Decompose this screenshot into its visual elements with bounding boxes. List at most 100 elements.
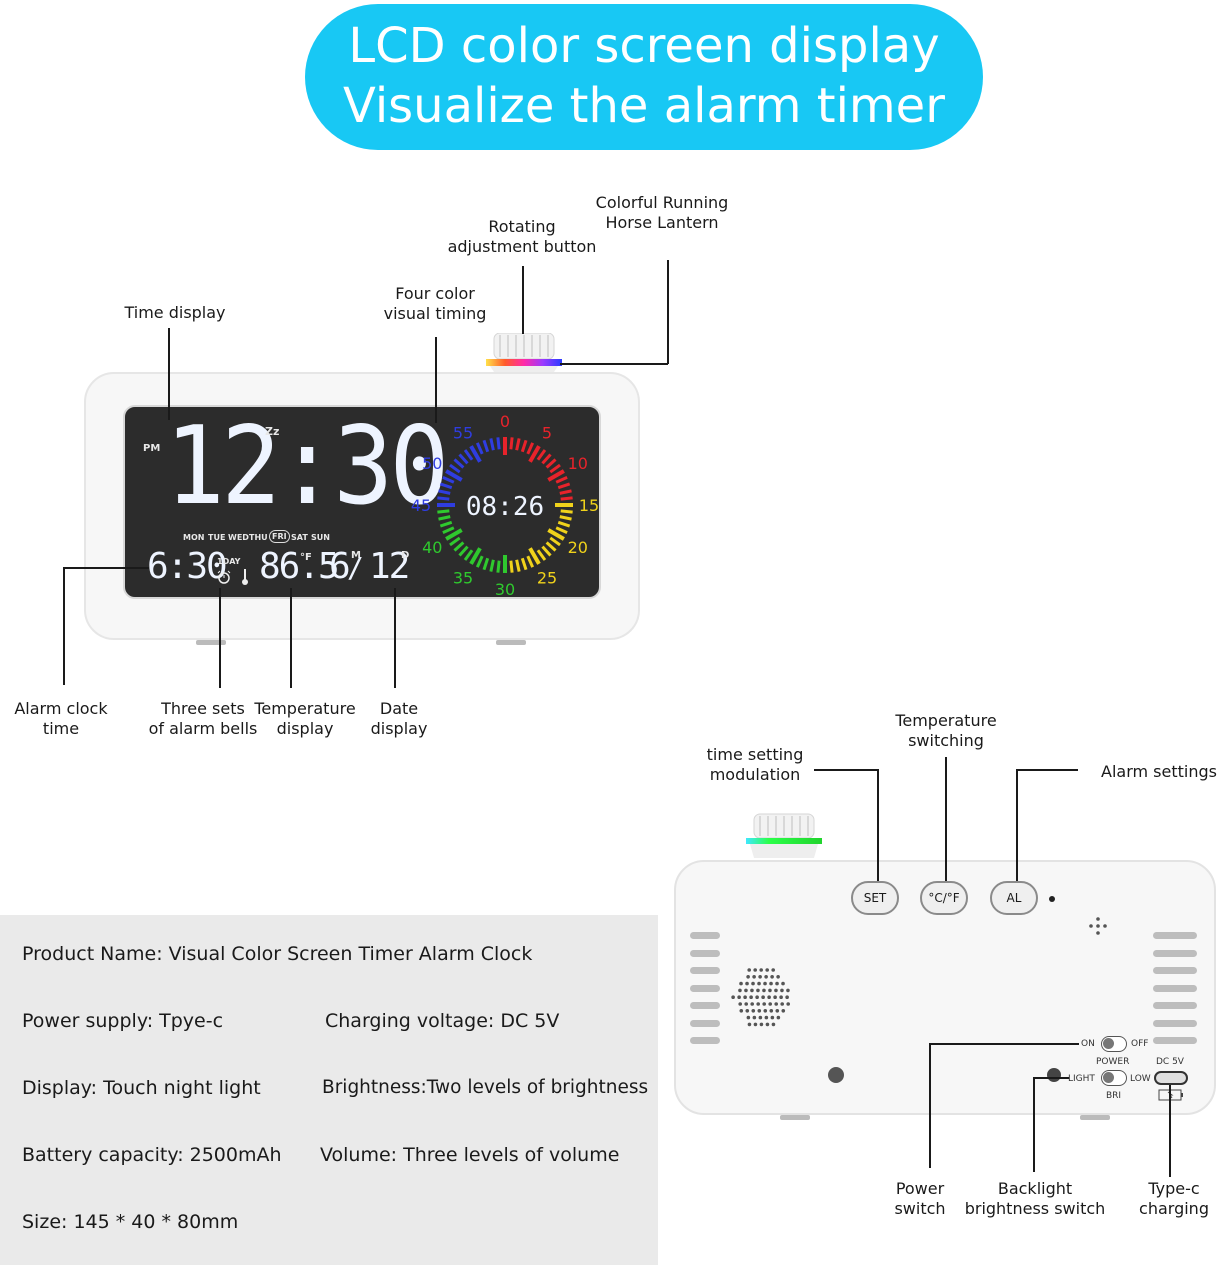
dial-tick bbox=[445, 469, 463, 482]
speaker-hole bbox=[774, 988, 778, 993]
speaker-hole bbox=[770, 1015, 775, 1020]
leader-temp bbox=[290, 588, 292, 688]
speaker-hole bbox=[761, 995, 765, 999]
power-label: POWER bbox=[1096, 1057, 1130, 1067]
set-button[interactable]: SET bbox=[851, 881, 899, 915]
leader-backlight-h bbox=[1033, 1077, 1069, 1079]
usb-c-port[interactable] bbox=[1154, 1071, 1188, 1085]
speaker-hole bbox=[779, 995, 783, 999]
speaker-hole bbox=[757, 1009, 762, 1013]
back-knob-icon bbox=[746, 813, 822, 858]
label-time-setting-1: time setting bbox=[706, 745, 804, 764]
dial-tick bbox=[520, 439, 528, 453]
speaker-hole bbox=[786, 988, 790, 993]
switch-low-label: LOW bbox=[1130, 1074, 1151, 1084]
label-time-display: Time display bbox=[124, 303, 226, 322]
day-wed: WED bbox=[228, 533, 249, 542]
front-foot-left bbox=[196, 640, 226, 645]
label-time-setting: time setting modulation bbox=[690, 745, 820, 785]
speaker-hole bbox=[767, 995, 771, 999]
dial-tick bbox=[509, 560, 514, 573]
leader-power-h bbox=[929, 1043, 1079, 1045]
label-alarm-time: Alarm clock time bbox=[2, 699, 120, 739]
speaker-hole bbox=[738, 988, 742, 993]
speaker-hole bbox=[753, 1022, 758, 1027]
dial-tick bbox=[442, 526, 455, 535]
vent-slot bbox=[1153, 949, 1197, 957]
pm-indicator: PM bbox=[143, 443, 161, 454]
alarm-button[interactable]: AL bbox=[990, 881, 1038, 915]
light-sensor bbox=[1047, 1068, 1061, 1082]
speaker-hole bbox=[785, 995, 789, 999]
speaker-hole bbox=[769, 981, 773, 986]
power-switch[interactable] bbox=[1101, 1036, 1127, 1052]
back-foot-left bbox=[780, 1115, 810, 1120]
speaker-hole bbox=[746, 975, 750, 979]
leader-alarm-h bbox=[63, 567, 149, 569]
dial-tick bbox=[463, 549, 474, 561]
speaker-hole bbox=[745, 981, 749, 986]
leader-alarm-v bbox=[63, 567, 65, 685]
label-four-color: Four color visual timing bbox=[360, 284, 510, 324]
dial-tick bbox=[449, 536, 461, 547]
brightness-switch[interactable] bbox=[1101, 1070, 1127, 1086]
label-four-color-2: visual timing bbox=[383, 304, 487, 323]
dial-number: 45 bbox=[411, 496, 431, 515]
speaker-hole bbox=[752, 975, 756, 979]
dial-tick bbox=[549, 463, 561, 474]
dial-tick bbox=[439, 482, 453, 490]
label-power-switch-1: Power bbox=[895, 1179, 945, 1198]
label-temp: Temperature display bbox=[250, 699, 360, 739]
speaker-hole bbox=[770, 975, 774, 979]
vent-slot bbox=[690, 967, 720, 974]
dial-tick bbox=[449, 463, 461, 474]
dial-number: 40 bbox=[422, 538, 442, 557]
temp-unit-button[interactable]: °C/°F bbox=[920, 881, 968, 915]
label-backlight: Backlight brightness switch bbox=[960, 1179, 1110, 1219]
dial-tick bbox=[496, 437, 501, 450]
speaker-hole bbox=[738, 1002, 742, 1006]
dial-tick bbox=[528, 547, 541, 565]
label-temp-2: display bbox=[276, 719, 334, 738]
speaker-hole bbox=[763, 981, 767, 986]
spec-battery: Battery capacity: 2500mAh bbox=[22, 1144, 282, 1166]
spec-charging-voltage: Charging voltage: DC 5V bbox=[325, 1010, 560, 1032]
label-power-switch-2: switch bbox=[894, 1199, 946, 1218]
label-temp-1: Temperature bbox=[254, 699, 356, 718]
speaker-hole bbox=[745, 1009, 750, 1013]
snooze-indicator: Zz bbox=[265, 425, 280, 438]
speaker-hole bbox=[758, 1015, 763, 1020]
switch-on-label: ON bbox=[1081, 1039, 1095, 1049]
dial-tick bbox=[520, 557, 528, 571]
dial-tick bbox=[545, 458, 557, 469]
dial-tick bbox=[528, 445, 541, 463]
dial-tick bbox=[509, 437, 514, 450]
speaker-hole bbox=[747, 1022, 752, 1027]
speaker-hole bbox=[786, 1002, 790, 1006]
label-time-setting-2: modulation bbox=[709, 765, 801, 784]
label-bells: Three sets of alarm bells bbox=[144, 699, 262, 739]
dial-tick bbox=[557, 520, 571, 528]
dial-tick bbox=[557, 482, 571, 490]
alarm-time: 6:30 bbox=[147, 546, 228, 587]
speaker-hole bbox=[774, 1002, 778, 1006]
dial-tick bbox=[515, 559, 521, 572]
vent-slot bbox=[690, 984, 720, 992]
dial-tick bbox=[445, 528, 463, 541]
switch-light-label: LIGHT bbox=[1068, 1074, 1095, 1084]
vent-slot bbox=[690, 1019, 720, 1027]
label-temp-switching-1: Temperature bbox=[895, 711, 997, 730]
dial-tick bbox=[536, 449, 547, 461]
spec-product-name: Product Name: Visual Color Screen Timer … bbox=[22, 943, 533, 965]
speaker-hole bbox=[762, 988, 766, 993]
spec-brightness: Brightness:Two levels of brightness bbox=[322, 1077, 649, 1098]
label-temp-switching-2: switching bbox=[908, 731, 984, 750]
screw-hole bbox=[828, 1067, 844, 1083]
speaker-hole bbox=[737, 995, 741, 999]
front-foot-right bbox=[496, 640, 526, 645]
dial-tick bbox=[559, 489, 572, 495]
specs-panel: Product Name: Visual Color Screen Timer … bbox=[0, 915, 658, 1265]
dial-tick bbox=[439, 520, 453, 528]
speaker-hole bbox=[769, 1009, 774, 1013]
vent-slot bbox=[1153, 1019, 1197, 1027]
